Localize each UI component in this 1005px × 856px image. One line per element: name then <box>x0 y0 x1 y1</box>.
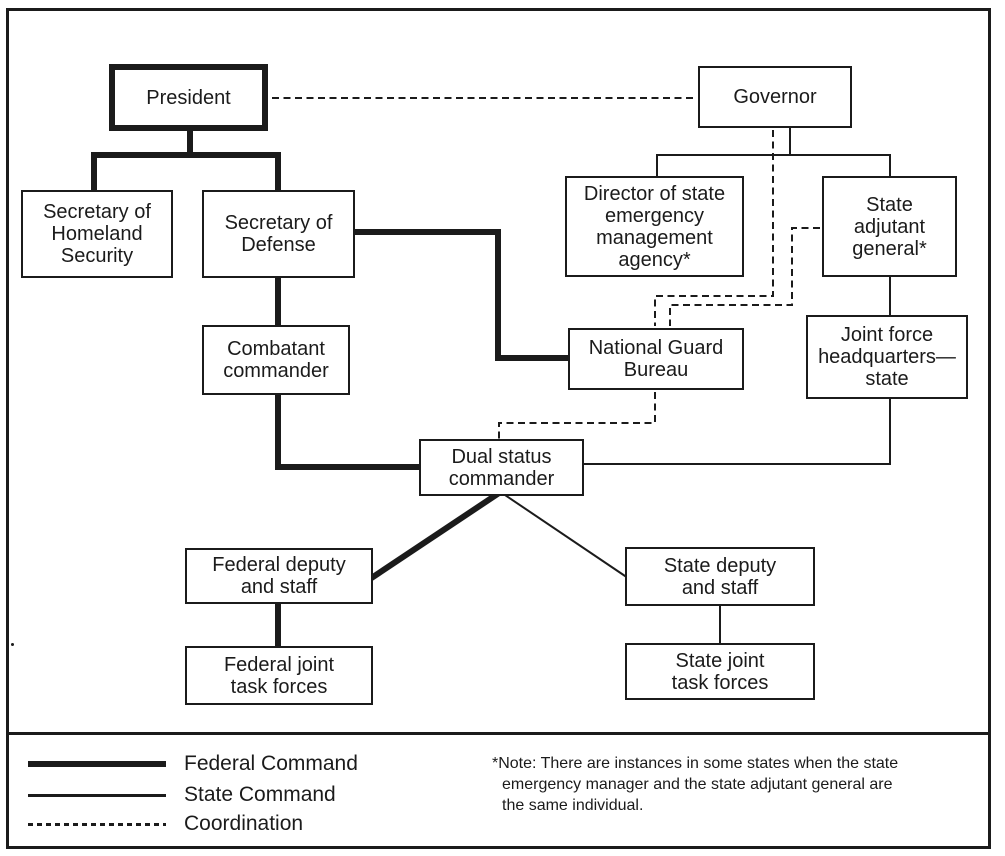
node-dual-status-commander: Dual status commander <box>419 439 584 496</box>
stray-mark <box>11 643 14 646</box>
footnote-line-3: the same individual. <box>502 797 644 814</box>
footnote-line-1: *Note: There are instances in some state… <box>492 755 899 772</box>
node-combatant-commander-label: Combatant commander <box>223 338 329 382</box>
footnote: *Note: There are instances in some state… <box>492 753 962 816</box>
node-combatant-commander: Combatant commander <box>202 325 350 395</box>
legend-federal-line-sample <box>28 761 166 767</box>
node-governor: Governor <box>698 66 852 128</box>
node-federal-deputy-and-staff-label: Federal deputy and staff <box>212 554 346 598</box>
node-governor-label: Governor <box>733 86 817 108</box>
legend-separator <box>9 732 988 735</box>
node-state-deputy-and-staff: State deputy and staff <box>625 547 815 606</box>
node-joint-force-headquarters-state-label: Joint force headquarters— state <box>818 324 956 390</box>
node-state-joint-task-forces-label: State joint task forces <box>671 649 769 694</box>
node-state-adjutant-general: State adjutant general* <box>822 176 957 277</box>
node-national-guard-bureau: National Guard Bureau <box>568 328 744 390</box>
node-secretary-defense: Secretary of Defense <box>202 190 355 278</box>
node-director-state-emergency-management-agency-label: Director of state emergency management a… <box>583 182 726 271</box>
node-secretary-defense-label: Secretary of Defense <box>224 212 333 256</box>
node-federal-joint-task-forces-label: Federal joint task forces <box>223 653 335 698</box>
legend-state-label: State Command <box>184 783 336 806</box>
coordination-lines <box>272 97 820 441</box>
footnote-line-2: emergency manager and the state adjutant… <box>502 776 893 793</box>
federal-command-lines <box>91 128 571 649</box>
node-state-deputy-and-staff-label: State deputy and staff <box>663 554 777 599</box>
node-director-state-emergency-management-agency: Director of state emergency management a… <box>565 176 744 277</box>
node-federal-joint-task-forces: Federal joint task forces <box>185 646 373 705</box>
legend-federal-label: Federal Command <box>184 752 358 775</box>
legend-state-line-sample <box>28 794 166 797</box>
node-secretary-homeland-security-label: Secretary of Homeland Security <box>43 201 151 267</box>
node-national-guard-bureau-label: National Guard Bureau <box>588 337 724 381</box>
node-secretary-homeland-security: Secretary of Homeland Security <box>21 190 173 278</box>
node-state-joint-task-forces: State joint task forces <box>625 643 815 700</box>
node-president-label: President <box>146 86 231 109</box>
legend-coordination-label: Coordination <box>184 812 304 835</box>
node-state-adjutant-general-label: State adjutant general* <box>852 193 927 260</box>
node-federal-deputy-and-staff: Federal deputy and staff <box>185 548 373 604</box>
node-joint-force-headquarters-state: Joint force headquarters— state <box>806 315 968 399</box>
node-dual-status-commander-label: Dual status commander <box>448 445 555 490</box>
outer-frame <box>6 8 991 849</box>
node-president: President <box>109 64 268 131</box>
legend-coordination-line-sample <box>28 823 166 826</box>
